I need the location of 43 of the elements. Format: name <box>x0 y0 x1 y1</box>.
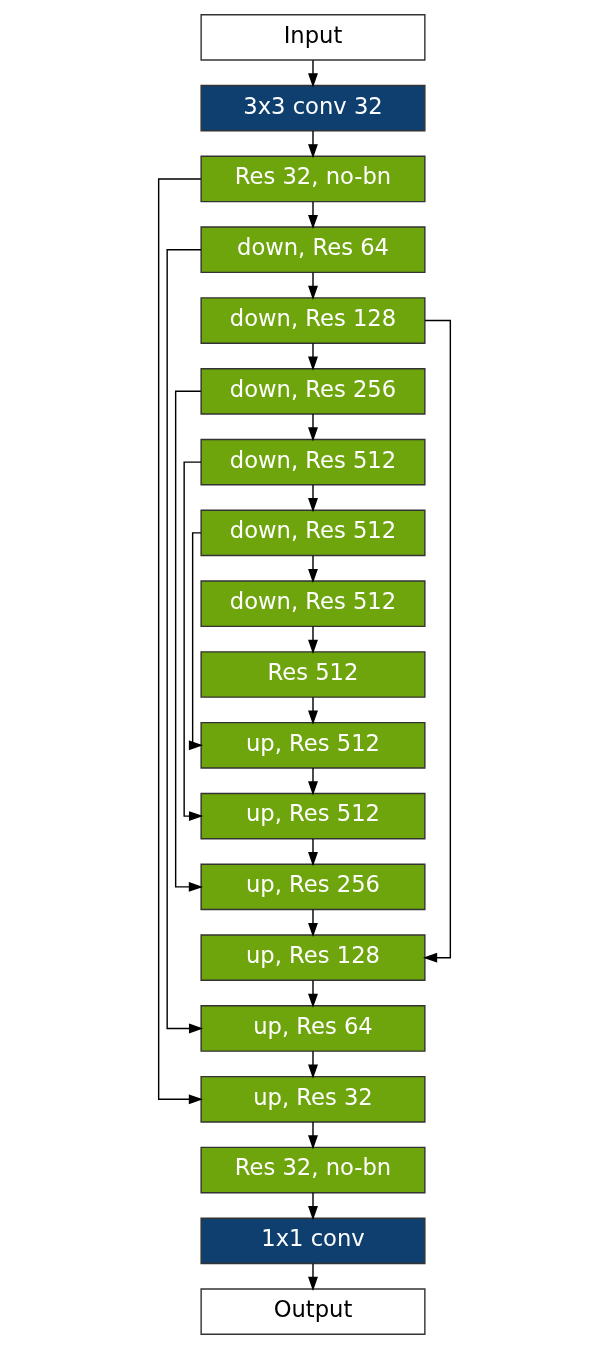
node-box: 1x1 conv <box>200 1217 426 1265</box>
arrow <box>308 342 318 371</box>
node-box: down, Res 512 <box>200 580 426 628</box>
node-box: down, Res 512 <box>200 438 426 486</box>
node-box: Res 32, no-bn <box>200 1146 426 1194</box>
node-box: up, Res 512 <box>200 792 426 840</box>
arrow <box>308 555 318 584</box>
node-box: up, Res 64 <box>200 1005 426 1052</box>
arrow <box>308 484 318 513</box>
node-box: up, Res 512 <box>200 721 426 769</box>
arrow <box>174 390 203 892</box>
arrow <box>423 319 452 963</box>
arrow <box>308 1121 318 1150</box>
node-box: Input <box>200 14 426 61</box>
arrow <box>308 1192 318 1221</box>
node-box: down, Res 128 <box>200 297 426 344</box>
arrow <box>308 130 318 159</box>
arrow <box>308 1050 318 1079</box>
arrow <box>308 413 318 442</box>
arrow <box>308 271 318 300</box>
node-box: down, Res 64 <box>200 226 426 274</box>
arrow <box>308 696 318 725</box>
node-box: down, Res 256 <box>200 367 426 415</box>
arrow <box>166 249 204 1034</box>
node-box: up, Res 32 <box>200 1075 426 1123</box>
arrow <box>308 201 318 230</box>
node-box: Output <box>200 1288 426 1335</box>
arrow <box>308 979 318 1008</box>
arrow <box>188 532 204 751</box>
node-box: 3x3 conv 32 <box>200 84 426 132</box>
node-box: Res 32, no-bn <box>200 155 426 203</box>
arrow <box>308 908 318 938</box>
arrow <box>308 1262 318 1292</box>
node-box: down, Res 512 <box>200 509 426 557</box>
node-box: up, Res 128 <box>200 934 426 982</box>
arrow <box>308 767 318 796</box>
node-box: Res 512 <box>200 651 426 698</box>
arrow <box>183 461 204 822</box>
arrow <box>308 625 318 654</box>
arrow <box>308 838 318 867</box>
arrow <box>157 178 203 1105</box>
arrow <box>308 59 318 88</box>
node-box: up, Res 256 <box>200 863 426 911</box>
